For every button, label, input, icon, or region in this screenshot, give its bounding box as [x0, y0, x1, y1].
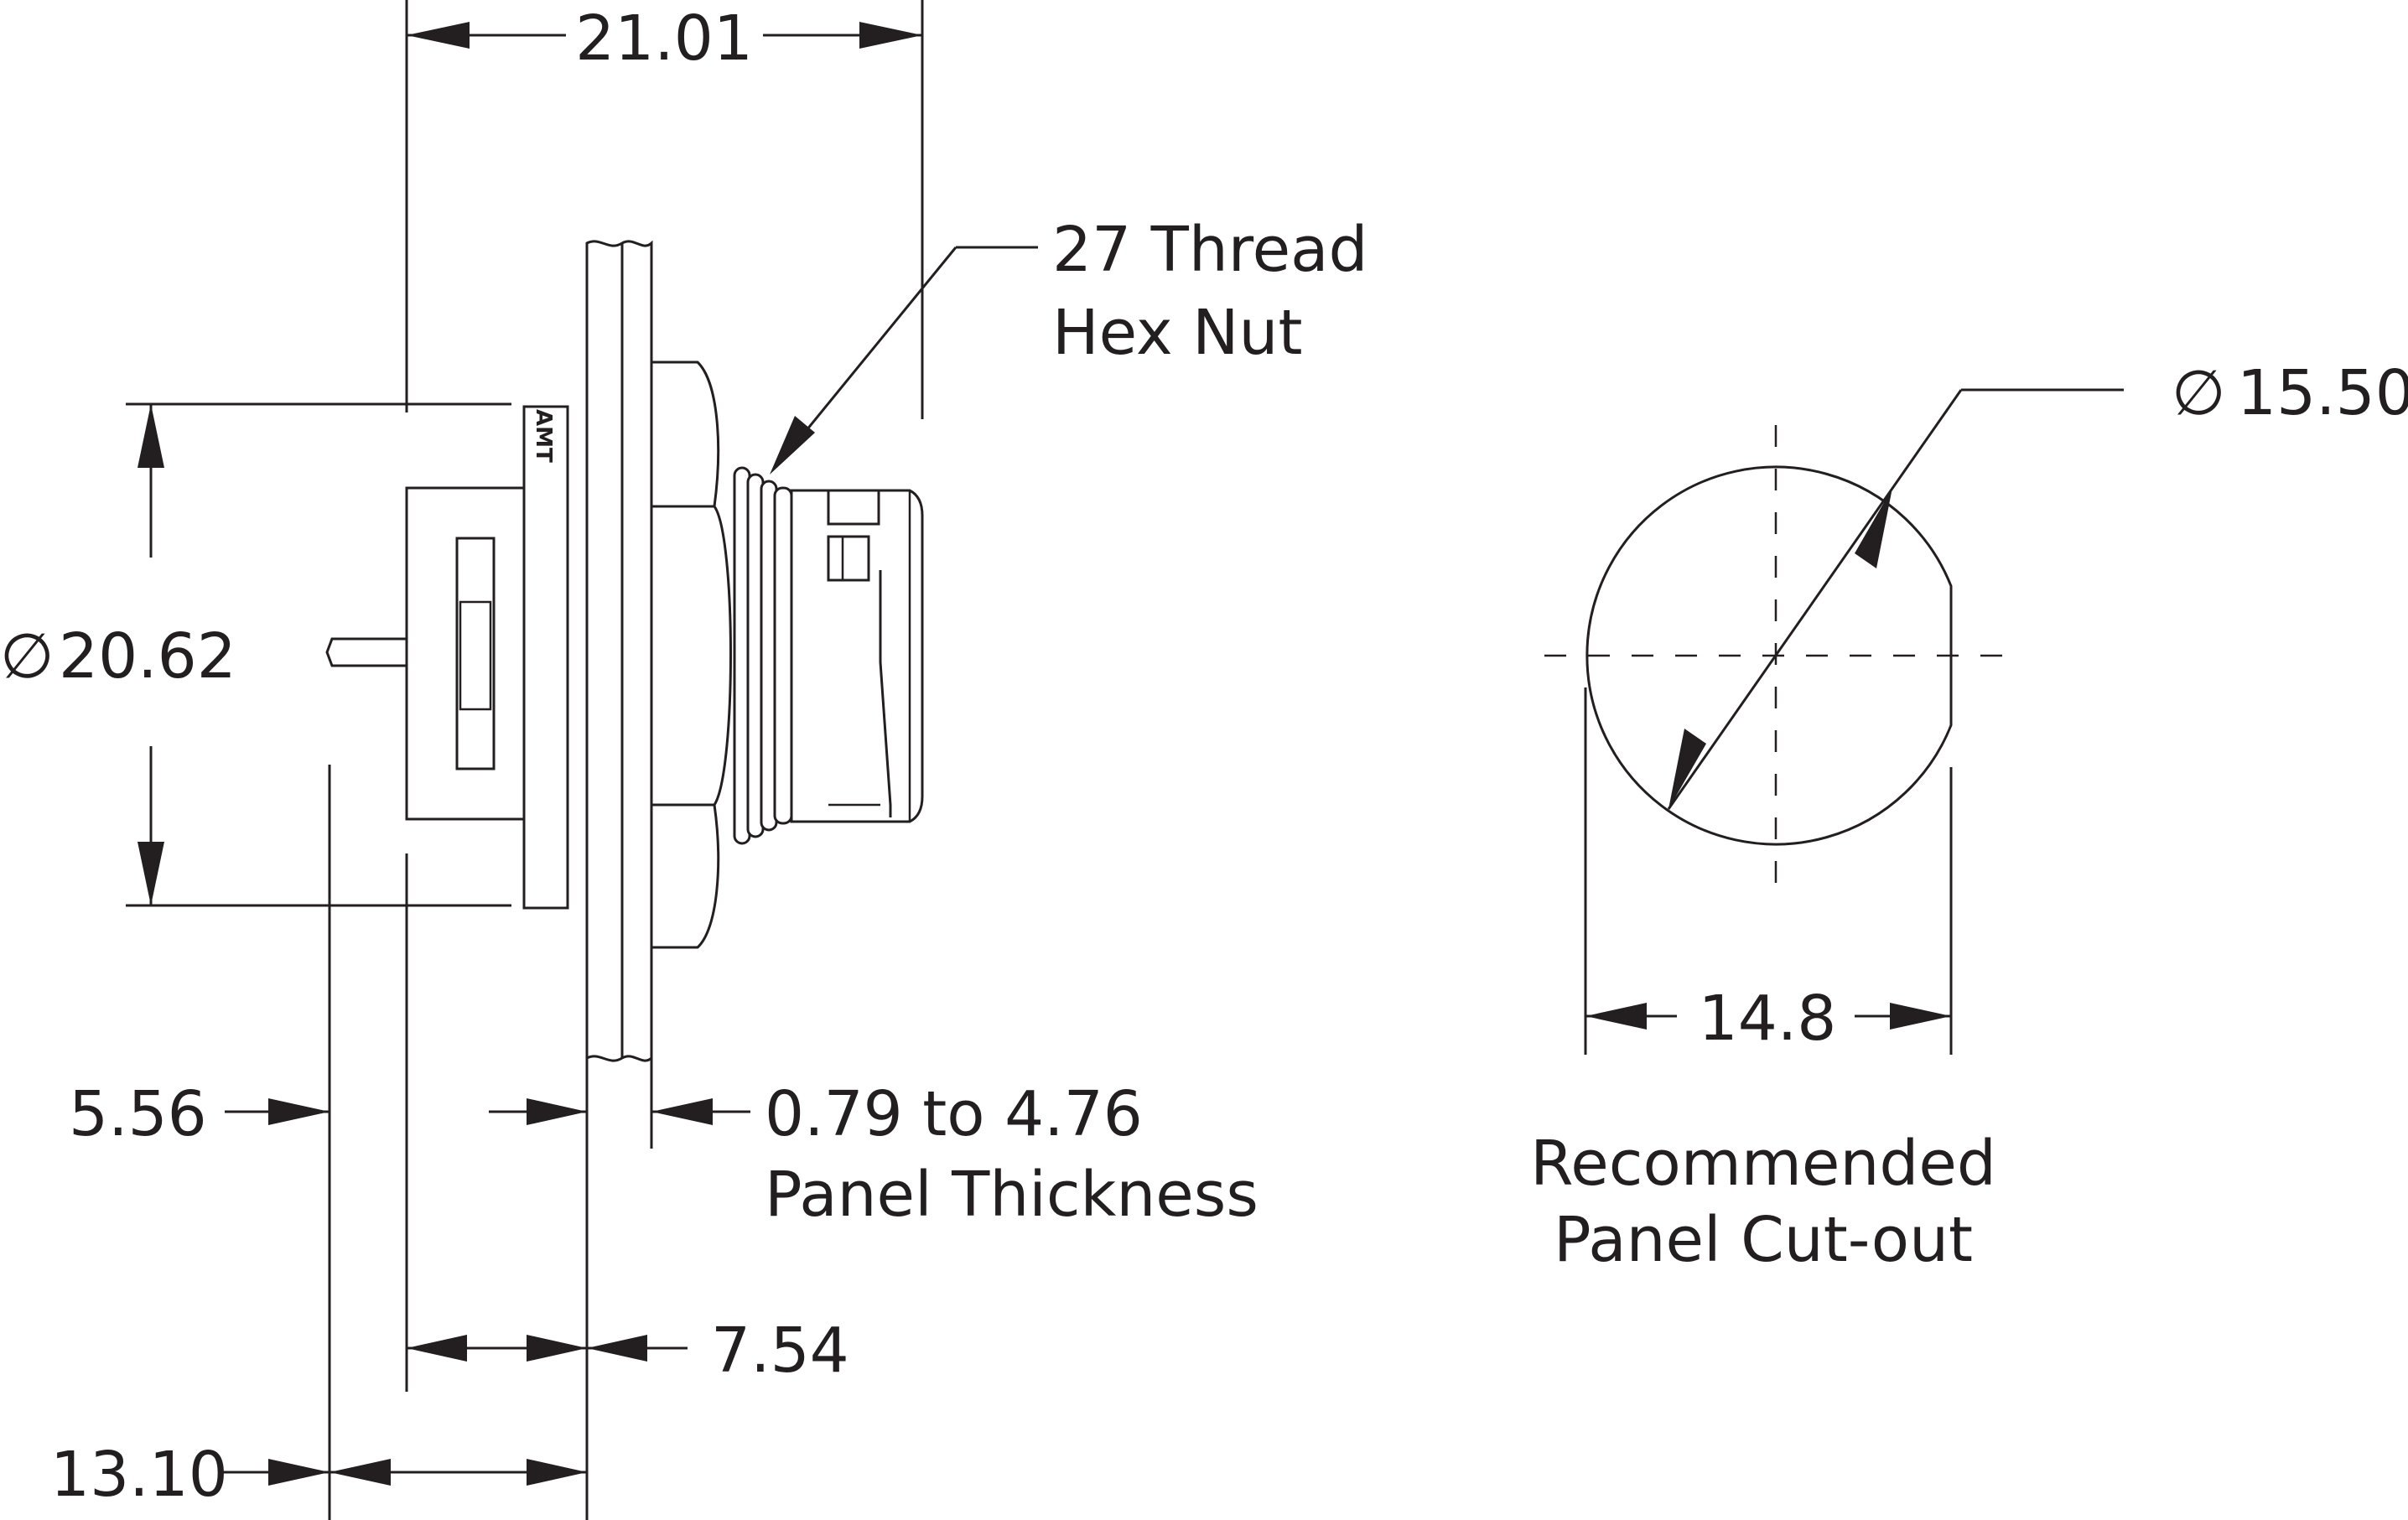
thread-callout: 27 Thread Hex Nut — [770, 214, 1367, 475]
diameter-symbol-cutout: ∅ — [2172, 357, 2225, 429]
dim-rear-offset: 5.56 — [69, 1078, 587, 1150]
part-marking: AMT — [531, 409, 556, 463]
thread-coils — [733, 466, 793, 845]
mounting-flange — [522, 405, 569, 910]
latch-tab-lower — [827, 535, 870, 582]
panel-thickness-range-label: 0.79 to 4.76 — [765, 1078, 1143, 1150]
dim-overall-length: 21.01 — [405, 0, 924, 419]
body-diameter-label: 20.62 — [59, 620, 236, 693]
thread-callout-line2: Hex Nut — [1052, 297, 1302, 369]
dim-panel-thickness: 0.79 to 4.76 Panel Thickness — [651, 1078, 1258, 1231]
overall-length-label: 21.01 — [575, 3, 753, 75]
latch-window-inner — [459, 600, 492, 711]
cutout-flat-width-label: 14.8 — [1699, 983, 1837, 1055]
diameter-symbol-body: ∅ — [0, 620, 54, 693]
cutout-diameter-label: 15.50 — [2237, 357, 2408, 429]
latch-tab-upper — [827, 489, 880, 526]
connector-side-view: AMT — [325, 240, 924, 1062]
panel-section — [585, 240, 653, 1062]
cutout-caption-line1: Recommended — [1530, 1128, 1996, 1200]
latch-window — [455, 537, 496, 770]
panel-cutout-view: ∅ 15.50 14.8 Recommended Panel Cut-out — [1530, 357, 2408, 1276]
cutout-caption-line2: Panel Cut-out — [1554, 1204, 1973, 1276]
body-length-label: 7.54 — [711, 1315, 849, 1387]
front-receptacle — [790, 489, 924, 823]
receptacle-taper — [879, 570, 892, 817]
total-rear-length-label: 13.10 — [50, 1439, 228, 1511]
thread-callout-line1: 27 Thread — [1052, 214, 1367, 286]
dim-total-rear-length: 13.10 — [50, 1439, 587, 1511]
cutout-outline — [1585, 465, 1953, 846]
rear-offset-label: 5.56 — [69, 1078, 207, 1150]
dim-body-length: 7.54 — [407, 1315, 849, 1387]
panel-thickness-label: Panel Thickness — [765, 1159, 1258, 1231]
dim-body-diameter: ∅ 20.62 — [0, 402, 511, 907]
rear-pin — [325, 637, 407, 667]
hex-nut — [650, 361, 732, 949]
